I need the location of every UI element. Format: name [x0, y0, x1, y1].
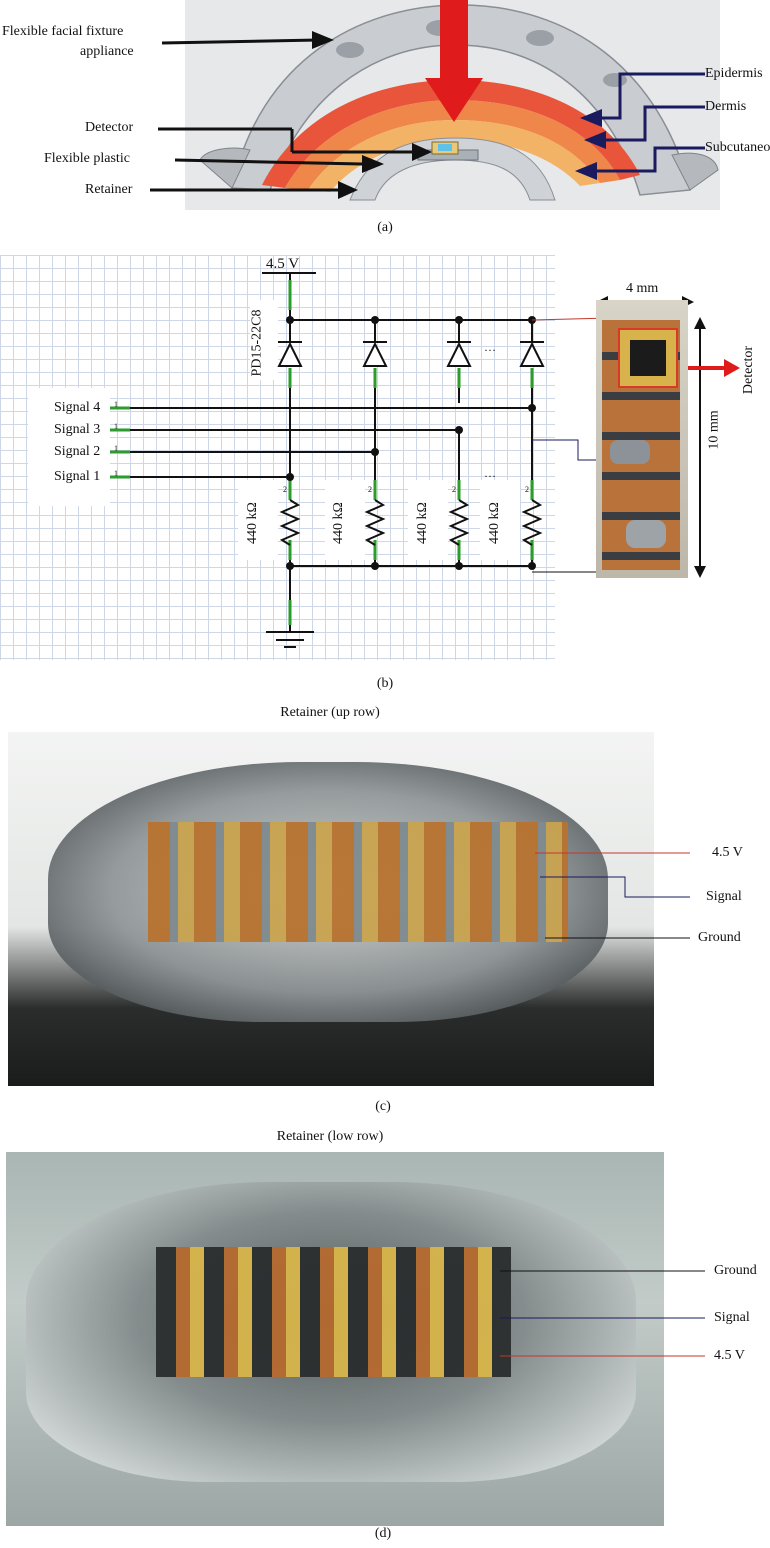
resistor-3 — [448, 499, 470, 546]
panel-c-title: Retainer (up row) — [280, 705, 380, 720]
diode-symbols — [277, 320, 545, 367]
diode-1 — [277, 341, 303, 367]
diode-label-box — [250, 300, 278, 380]
low-label-ground: Ground — [714, 1263, 757, 1278]
up-label-4-5v: 4.5 V — [712, 845, 743, 860]
resistor-label-box-1 — [238, 480, 278, 560]
diode-4 — [519, 341, 545, 367]
junction-dot — [371, 562, 379, 570]
photodiode-die — [630, 340, 666, 376]
dermis-layer — [285, 100, 620, 190]
up-label-ground: Ground — [698, 930, 741, 945]
pin-label: 1 — [114, 400, 118, 409]
junction-dot — [455, 562, 463, 570]
panel-d-title: Retainer (low row) — [276, 1129, 384, 1144]
signal-1-label: Signal 1 — [54, 469, 101, 484]
signal-4-label: Signal 4 — [54, 400, 101, 415]
pin-label: 1 — [114, 444, 118, 453]
pin-label: 1 — [114, 422, 118, 431]
light-arrow-head — [425, 78, 483, 122]
diode-2 — [362, 341, 388, 367]
junction-dot — [286, 562, 294, 570]
label-epidermis: Epidermis — [705, 66, 763, 81]
signal-label-box — [28, 388, 110, 506]
solder-blob — [610, 440, 650, 464]
pin-label: 1 — [114, 469, 118, 478]
schematic-wires — [110, 272, 740, 648]
photodiode-chip — [618, 328, 678, 388]
resistor-4 — [521, 499, 543, 546]
caption-c: (c) — [375, 1099, 391, 1114]
pin-label: 2 — [525, 485, 529, 494]
junction-dot — [528, 404, 536, 412]
retainer-up-photo — [8, 732, 654, 1086]
label-subcutaneous: Subcutaneous — [705, 140, 770, 155]
junction-dot — [371, 448, 379, 456]
label-detector: Detector — [85, 120, 134, 135]
diode-3 — [446, 341, 472, 367]
panel-a-illustration — [150, 0, 719, 201]
sensor-array-up — [148, 822, 568, 942]
pin-label: 2 — [368, 485, 372, 494]
resistor-label-box-4 — [480, 480, 520, 560]
low-label-signal: Signal — [714, 1310, 750, 1325]
junction-dot — [455, 426, 463, 434]
solder-blob — [626, 520, 666, 548]
signal-3-label: Signal 3 — [54, 422, 101, 437]
label-appliance-line1: Flexible facial fixture — [2, 24, 124, 39]
low-label-4-5v: 4.5 V — [714, 1348, 745, 1363]
label-dermis: Dermis — [705, 99, 747, 114]
resistor-1 — [279, 499, 301, 546]
label-appliance-line2: appliance — [80, 44, 134, 59]
fixture-flap-right — [671, 152, 719, 191]
label-retainer: Retainer — [85, 182, 133, 197]
up-label-signal: Signal — [706, 889, 742, 904]
width-dimension-label: 4 mm — [626, 281, 659, 296]
label-flexible-plastic: Flexible plastic — [44, 151, 130, 166]
resistor-symbols — [279, 499, 543, 546]
detector-window — [438, 144, 452, 151]
caption-b: (b) — [376, 676, 394, 691]
resistor-label-box-3 — [408, 480, 448, 560]
dome-hole — [526, 30, 554, 46]
ellipsis-top: ··· — [484, 343, 496, 357]
junction-dot — [528, 562, 536, 570]
signal-2-label: Signal 2 — [54, 444, 101, 459]
sensor-array-low — [156, 1247, 511, 1377]
ellipsis-bottom: ··· — [484, 469, 496, 483]
panel-c-leaders — [535, 852, 690, 939]
voltage-label: 4.5 V — [266, 256, 300, 272]
subcutaneous-layer — [308, 120, 600, 192]
dome-hole — [336, 42, 364, 58]
pin-label: 2 — [283, 485, 287, 494]
resistor-2 — [364, 499, 386, 546]
detector-board-photo — [596, 300, 688, 578]
retainer-low-photo — [6, 1152, 664, 1526]
junction-dot — [286, 473, 294, 481]
pin-label: 2 — [452, 485, 456, 494]
caption-d: (d) — [374, 1526, 392, 1541]
epidermis-layer — [262, 80, 640, 188]
caption-a: (a) — [377, 220, 393, 235]
resistor-label-box-2 — [325, 480, 365, 560]
light-arrow-shaft — [440, 0, 468, 80]
